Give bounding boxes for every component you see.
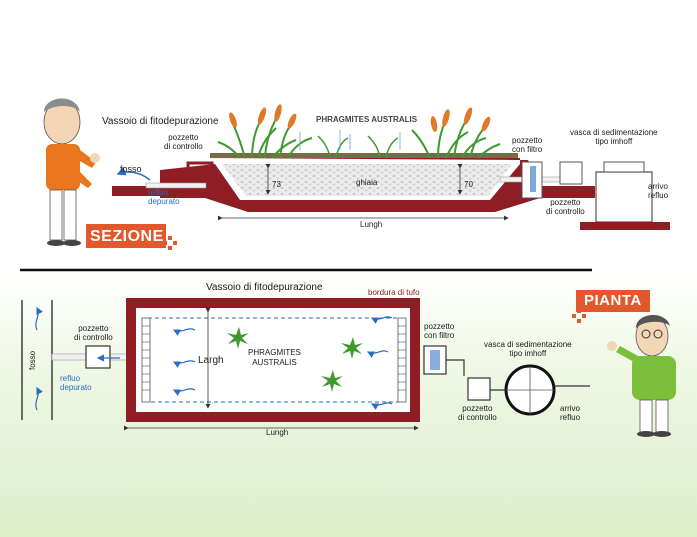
plan-plant-l1: PHRAGMITES [248, 348, 301, 357]
section-pozzetto-controllo2-label: pozzetto di controllo [546, 198, 585, 216]
plan-lungh-label: Lungh [266, 428, 289, 437]
section-imhoff-tank [595, 171, 653, 223]
section-arrivo-label: arrivo refluo [648, 182, 668, 200]
section-pozzetto-filtro-l1: pozzetto [512, 136, 543, 145]
plan-arrivo-label: arrivo refluo [560, 404, 580, 422]
section-arrivo-l2: refluo [648, 191, 669, 200]
plan-vasca-l1: vasca di sedimentazione [484, 340, 572, 349]
section-pozzetto-controllo-label: pozzetto di controllo [164, 133, 203, 151]
section-badge-bg [86, 224, 166, 248]
plan-largh-label: Largh [198, 355, 224, 366]
plan-pozzetto-filtro-label: pozzetto con filtro [424, 322, 454, 340]
plan-control-well-right [467, 377, 491, 401]
section-gravel [222, 164, 512, 196]
plan-title: Vassoio di fitodepurazione [206, 282, 323, 293]
plan-pozzetto-controllo-l1: pozzetto [78, 324, 109, 333]
plan-plants [227, 327, 363, 392]
plan-control-well-left [85, 345, 111, 369]
section-pozzetto-filtro-label: pozzetto con filtro [512, 136, 542, 154]
section-plant-label: PHRAGMITES AUSTRALIS [316, 115, 418, 124]
section-basin-earth [160, 158, 595, 212]
section-arrivo-l1: arrivo [648, 182, 669, 191]
plan-basin-inner [136, 308, 410, 412]
section-pozzetto-controllo2-l2: di controllo [546, 207, 585, 216]
section-outflow-arrow [116, 167, 151, 181]
plan-refluo-l1: refluo [60, 374, 81, 383]
section-vasca-l1: vasca di sedimentazione [570, 128, 658, 137]
section-reeds-right [411, 117, 501, 159]
section-pozzetto-filtro-l2: con filtro [512, 145, 543, 154]
plan-pozzetto-controllo-label: pozzetto di controllo [74, 324, 113, 342]
section-ghiaia-label: ghiaia [356, 178, 378, 187]
plan-refluo-depurato-label: refluo depurato [60, 374, 92, 392]
plan-arrivo-l2: refluo [560, 413, 581, 422]
plan-plant-label: PHRAGMITES AUSTRALIS [248, 348, 301, 368]
section-ground-top [210, 153, 518, 158]
plan-person [607, 314, 676, 437]
plan-bordura-label: bordura di tufo [368, 288, 420, 297]
plan-badge-bg [576, 290, 650, 312]
plan-pozzetto-controllo2-l1: pozzetto [462, 404, 493, 413]
plan-pozzetto-controllo2-l2: di controllo [458, 413, 497, 422]
section-reeds-middle [317, 135, 399, 159]
plan-badge: PIANTA [584, 292, 642, 309]
section-refluo-l1: refluo [148, 188, 169, 197]
plan-plant-l2: AUSTRALIS [252, 358, 297, 367]
section-title: Vassoio di fitodepurazione [102, 116, 219, 127]
plan-vasca-label: vasca di sedimentazione tipo imhoff [484, 340, 572, 358]
section-reed-plumes-left [229, 104, 297, 129]
section-refluo-l2: depurato [148, 197, 180, 206]
section-depth-right: 70 [464, 180, 473, 189]
plan-pozzetto-controllo-l2: di controllo [74, 333, 113, 342]
plan-pozzetto-filtro-l2: con filtro [424, 331, 455, 340]
section-pozzetto-controllo-l1: pozzetto [168, 133, 199, 142]
section-vasca-l2: tipo imhoff [595, 137, 633, 146]
section-person [43, 98, 100, 246]
section-refluo-depurato-label: refluo depurato [148, 188, 180, 206]
section-pipe-left [145, 182, 207, 189]
plan-arrivo-l1: arrivo [560, 404, 581, 413]
section-fosso-label: fosso [120, 164, 142, 174]
plan-fosso-label: fosso [28, 350, 37, 370]
plan-refluo-l2: depurato [60, 383, 92, 392]
section-pozzetto-controllo2-l1: pozzetto [550, 198, 581, 207]
section-reed-plumes-right [430, 107, 491, 132]
section-lungh-label: Lungh [360, 220, 383, 229]
plan-pozzetto-controllo2-label: pozzetto di controllo [458, 404, 497, 422]
section-control-well-right [559, 161, 583, 185]
section-depth-left: 73 [272, 180, 281, 189]
plan-vasca-l2: tipo imhoff [509, 349, 547, 358]
plan-pozzetto-filtro-l1: pozzetto [424, 322, 455, 331]
section-vasca-label: vasca di sedimentazione tipo imhoff [570, 128, 658, 146]
section-badge: SEZIONE [90, 228, 164, 245]
section-ground-left [112, 186, 160, 196]
section-pozzetto-controllo-l2: di controllo [164, 142, 203, 151]
